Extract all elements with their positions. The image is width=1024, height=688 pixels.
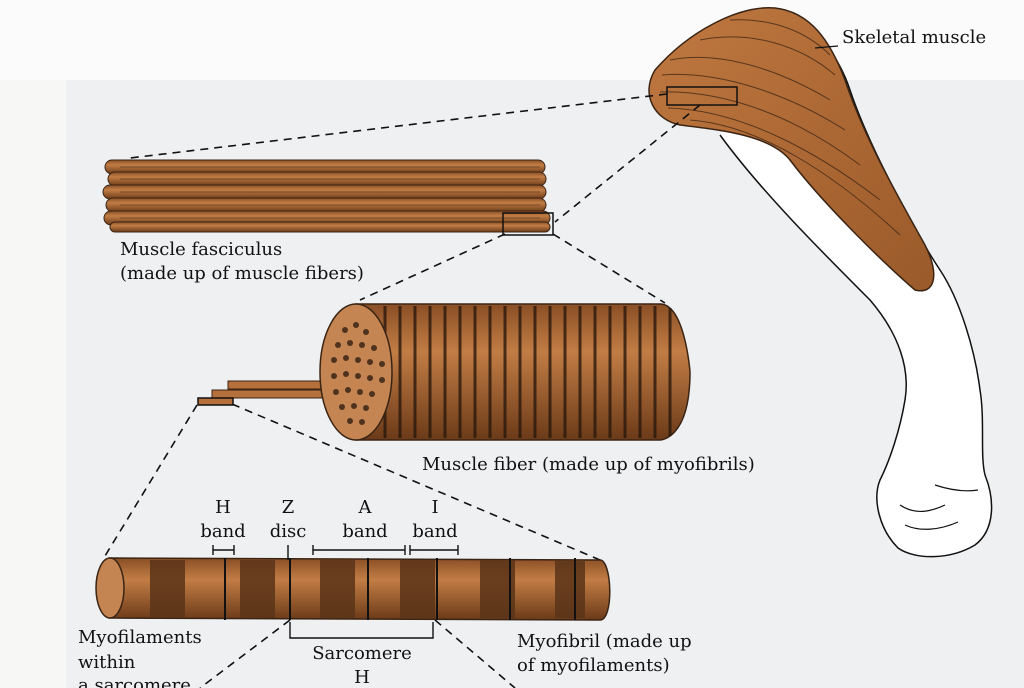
z-disc-label-word: disc xyxy=(269,521,307,542)
muscle-fasciculus-illustration xyxy=(102,159,554,236)
myofilaments-label-line2: within xyxy=(78,652,136,673)
arm-muscle xyxy=(648,7,935,292)
myofilaments-label-line3: a sarcomere xyxy=(78,675,191,688)
myofibril-label-line1: Myofibril (made up xyxy=(517,631,692,652)
fasciculus-label-line1: Muscle fasciculus xyxy=(120,239,283,260)
page-header-area xyxy=(0,0,1024,80)
skeletal-muscle-label: Skeletal muscle xyxy=(842,27,987,48)
myofibril-label-line2: of myofilaments) xyxy=(517,655,670,676)
fasciculus-highlight-box xyxy=(502,212,554,236)
h-band-label-letter: H xyxy=(215,497,231,518)
arm-illustration xyxy=(648,7,993,558)
muscle-fiber-illustration xyxy=(197,303,691,441)
i-band-label-word: band xyxy=(412,521,458,542)
myofilaments-label-line1: Myofilaments xyxy=(78,627,202,648)
band-brackets xyxy=(212,545,459,639)
sarcomere-label: Sarcomere xyxy=(312,643,412,664)
h-band-label-word: band xyxy=(200,521,246,542)
a-band-label-word: band xyxy=(342,521,388,542)
myofibril-illustration xyxy=(95,557,611,621)
zoom-connector-lines xyxy=(104,93,701,688)
a-band-label-letter: A xyxy=(358,497,372,518)
skeletal-muscle-highlight-box xyxy=(666,86,738,106)
fasciculus-label-line2: (made up of muscle fibers) xyxy=(120,263,364,284)
sarcomere-h-label: H xyxy=(354,667,370,688)
i-band-label-letter: I xyxy=(431,497,439,518)
z-disc-label-letter: Z xyxy=(281,497,295,518)
muscle-fiber-label: Muscle fiber (made up of myofibrils) xyxy=(422,454,755,475)
